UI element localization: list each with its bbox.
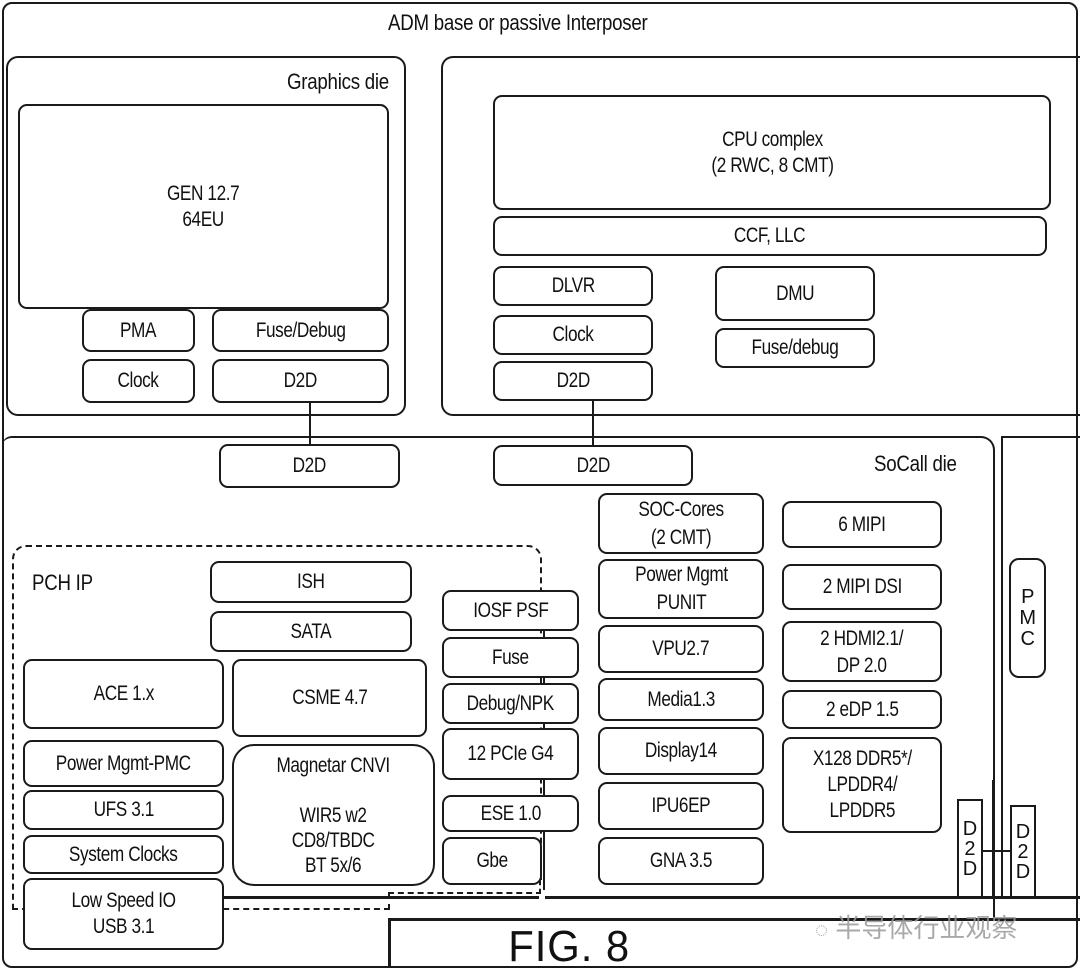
gna-block: GNA 3.5 bbox=[598, 837, 764, 885]
pmc-die bbox=[1001, 436, 1080, 898]
mipi-dsi-block: 2 MIPI DSI bbox=[782, 564, 942, 610]
cpu-fuse-debug-block: Fuse/debug bbox=[715, 328, 875, 368]
socall-d2d-vertical: D 2 D bbox=[957, 799, 983, 898]
gbe-block: Gbe bbox=[442, 837, 542, 885]
soc-cores-block: SOC-Cores (2 CMT) bbox=[598, 493, 764, 554]
cpu-complex-block: CPU complex (2 RWC, 8 CMT) bbox=[493, 95, 1051, 210]
csme-block: CSME 4.7 bbox=[232, 659, 427, 737]
socall-d2d-graphics: D2D bbox=[219, 444, 400, 488]
watermark: ◌ 半导体行业观察 bbox=[815, 913, 1018, 943]
graphics-d2d-link bbox=[309, 403, 311, 445]
socall-die bbox=[2, 436, 995, 918]
figure-label: FIG. 8 bbox=[508, 922, 631, 971]
dmu-block: DMU bbox=[715, 266, 875, 321]
vpu-block: VPU2.7 bbox=[598, 625, 764, 673]
pch-ip-region-hide-right bbox=[539, 880, 545, 910]
pma-block: PMA bbox=[82, 309, 195, 352]
ish-block: ISH bbox=[210, 561, 412, 603]
graphics-die bbox=[6, 56, 406, 416]
cpu-die bbox=[441, 56, 1080, 416]
media-block: Media1.3 bbox=[598, 678, 764, 721]
mipi-block: 6 MIPI bbox=[782, 501, 942, 548]
pcie-block: 12 PCIe G4 bbox=[442, 728, 579, 780]
wechat-icon: ◌ bbox=[815, 917, 829, 942]
debug-npk-block: Debug/NPK bbox=[442, 683, 579, 724]
system-clocks-block: System Clocks bbox=[23, 835, 224, 874]
cpu-clock-block: Clock bbox=[493, 315, 653, 355]
pch-ip-region-right-end bbox=[539, 880, 541, 894]
fuse-block: Fuse bbox=[442, 637, 579, 678]
pch-ip-label: PCH IP bbox=[32, 570, 93, 595]
interposer-step-vertical bbox=[388, 918, 391, 968]
gpu-block: GEN 12.7 64EU bbox=[18, 104, 389, 309]
punit-block: Power Mgmt PUNIT bbox=[598, 559, 764, 619]
ccf-llc-block: CCF, LLC bbox=[493, 216, 1047, 256]
graphics-d2d-block: D2D bbox=[212, 359, 389, 403]
interposer-title: ADM base or passive Interposer bbox=[388, 10, 648, 35]
magnetar-cnvi-block: Magnetar CNVI WIR5 w2 CD8/TBDC BT 5x/6 bbox=[232, 744, 435, 886]
pmc-d2d-vertical: D 2 D bbox=[1010, 805, 1036, 898]
socall-d2d-cpu: D2D bbox=[493, 445, 693, 486]
edp-block: 2 eDP 1.5 bbox=[782, 690, 942, 729]
pch-ip-region-notch-top bbox=[388, 892, 542, 894]
interposer-step-edge bbox=[388, 918, 1080, 921]
iosf-psf-block: IOSF PSF bbox=[442, 590, 579, 631]
display-block: Display14 bbox=[598, 727, 764, 775]
ace-block: ACE 1.x bbox=[23, 659, 224, 729]
graphics-die-label: Graphics die bbox=[287, 69, 389, 94]
sata-block: SATA bbox=[210, 611, 412, 652]
cpu-d2d-block: D2D bbox=[493, 361, 653, 401]
low-speed-io-block: Low Speed IO USB 3.1 bbox=[23, 878, 224, 950]
ddr-block: X128 DDR5*/ LPDDR4/ LPDDR5 bbox=[782, 737, 942, 833]
interdie-gap-line-1 bbox=[992, 780, 994, 898]
socall-die-label: SoCall die bbox=[874, 451, 957, 476]
graphics-clock-block: Clock bbox=[82, 359, 195, 403]
pch-ip-region bbox=[12, 545, 542, 910]
cpu-d2d-link bbox=[592, 401, 594, 446]
ipu-block: IPU6EP bbox=[598, 782, 764, 830]
power-mgmt-pmc-block: Power Mgmt-PMC bbox=[23, 740, 224, 787]
pmc-block: P M C bbox=[1009, 558, 1046, 678]
graphics-fuse-debug-block: Fuse/Debug bbox=[212, 309, 389, 352]
pch-ip-region-notch-left bbox=[388, 892, 390, 910]
socall-pmc-d2d-link bbox=[983, 850, 1010, 852]
dlvr-block: DLVR bbox=[493, 266, 653, 306]
ese-block: ESE 1.0 bbox=[442, 795, 579, 832]
hdmi-dp-block: 2 HDMI2.1/ DP 2.0 bbox=[782, 621, 942, 682]
ufs-block: UFS 3.1 bbox=[23, 790, 224, 830]
socall-bottom-edge bbox=[222, 896, 1080, 899]
